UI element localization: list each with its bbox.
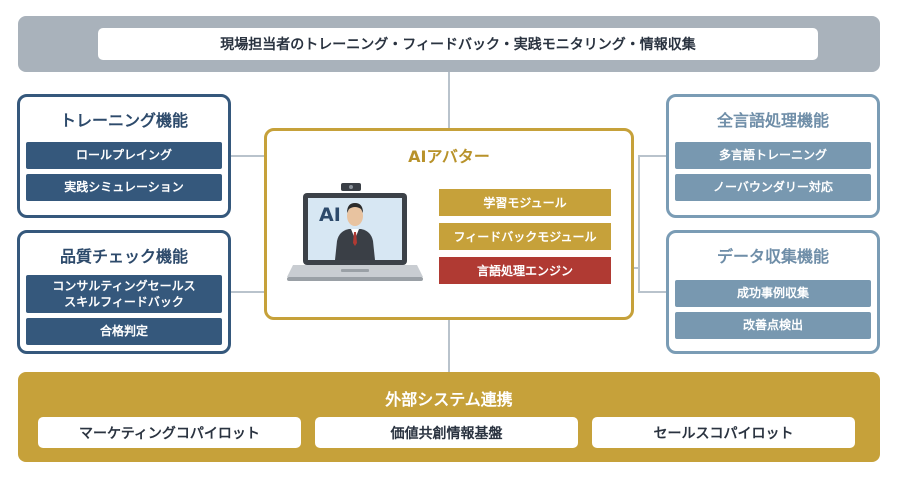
marketing-copilot-card[interactable]: マーケティングコパイロット — [38, 417, 301, 448]
ai-avatar-title: AIアバター — [408, 147, 490, 166]
connector-right-top — [638, 155, 666, 157]
ai-avatar-panel: AIアバター AI 学習モジュール フィードバックモジュール 言語処理エンジン — [264, 128, 634, 320]
value-cocreation-card[interactable]: 価値共創情報基盤 — [315, 417, 578, 448]
quality-title: 品質チェック機能 — [59, 247, 188, 266]
pass-judgment-button[interactable]: 合格判定 — [26, 318, 222, 345]
data-collection-panel: データ収集機能 成功事例収集 改善点検出 — [666, 230, 880, 354]
connector-right-bot — [638, 291, 666, 293]
success-case-button[interactable]: 成功事例収集 — [675, 280, 871, 307]
feedback-module[interactable]: フィードバックモジュール — [439, 223, 611, 250]
screen-ai-label: AI — [319, 204, 341, 226]
laptop-avatar-icon: AI — [287, 183, 423, 281]
roleplay-button[interactable]: ロールプレイング — [26, 142, 222, 169]
connector-right-v — [638, 155, 640, 293]
data-collection-title: データ収集機能 — [716, 247, 829, 266]
training-title: トレーニング機能 — [59, 111, 188, 130]
connector-top — [448, 72, 450, 128]
multilingual-button[interactable]: 多言語トレーニング — [675, 142, 871, 169]
training-panel: トレーニング機能 ロールプレイング 実践シミュレーション — [17, 94, 231, 218]
no-boundary-button[interactable]: ノーバウンダリー対応 — [675, 174, 871, 201]
simulation-button[interactable]: 実践シミュレーション — [26, 174, 222, 201]
improvement-button[interactable]: 改善点検出 — [675, 312, 871, 339]
external-integration-panel: 外部システム連携 マーケティングコパイロット 価値共創情報基盤 セールスコパイロ… — [18, 372, 880, 462]
skill-feedback-button[interactable]: コンサルティングセールス スキルフィードバック — [26, 275, 222, 313]
connector-left-h — [230, 155, 264, 157]
sales-copilot-card[interactable]: セールスコパイロット — [592, 417, 855, 448]
language-title: 全言語処理機能 — [716, 111, 829, 130]
language-engine[interactable]: 言語処理エンジン — [439, 257, 611, 284]
language-panel: 全言語処理機能 多言語トレーニング ノーバウンダリー対応 — [666, 94, 880, 218]
connector-bottom — [448, 320, 450, 372]
quality-panel: 品質チェック機能 コンサルティングセールス スキルフィードバック 合格判定 — [17, 230, 231, 354]
connector-left-h2 — [230, 291, 264, 293]
top-banner-text: 現場担当者のトレーニング・フィードバック・実践モニタリング・情報収集 — [98, 28, 818, 60]
external-integration-title: 外部システム連携 — [385, 390, 513, 409]
learning-module[interactable]: 学習モジュール — [439, 189, 611, 216]
